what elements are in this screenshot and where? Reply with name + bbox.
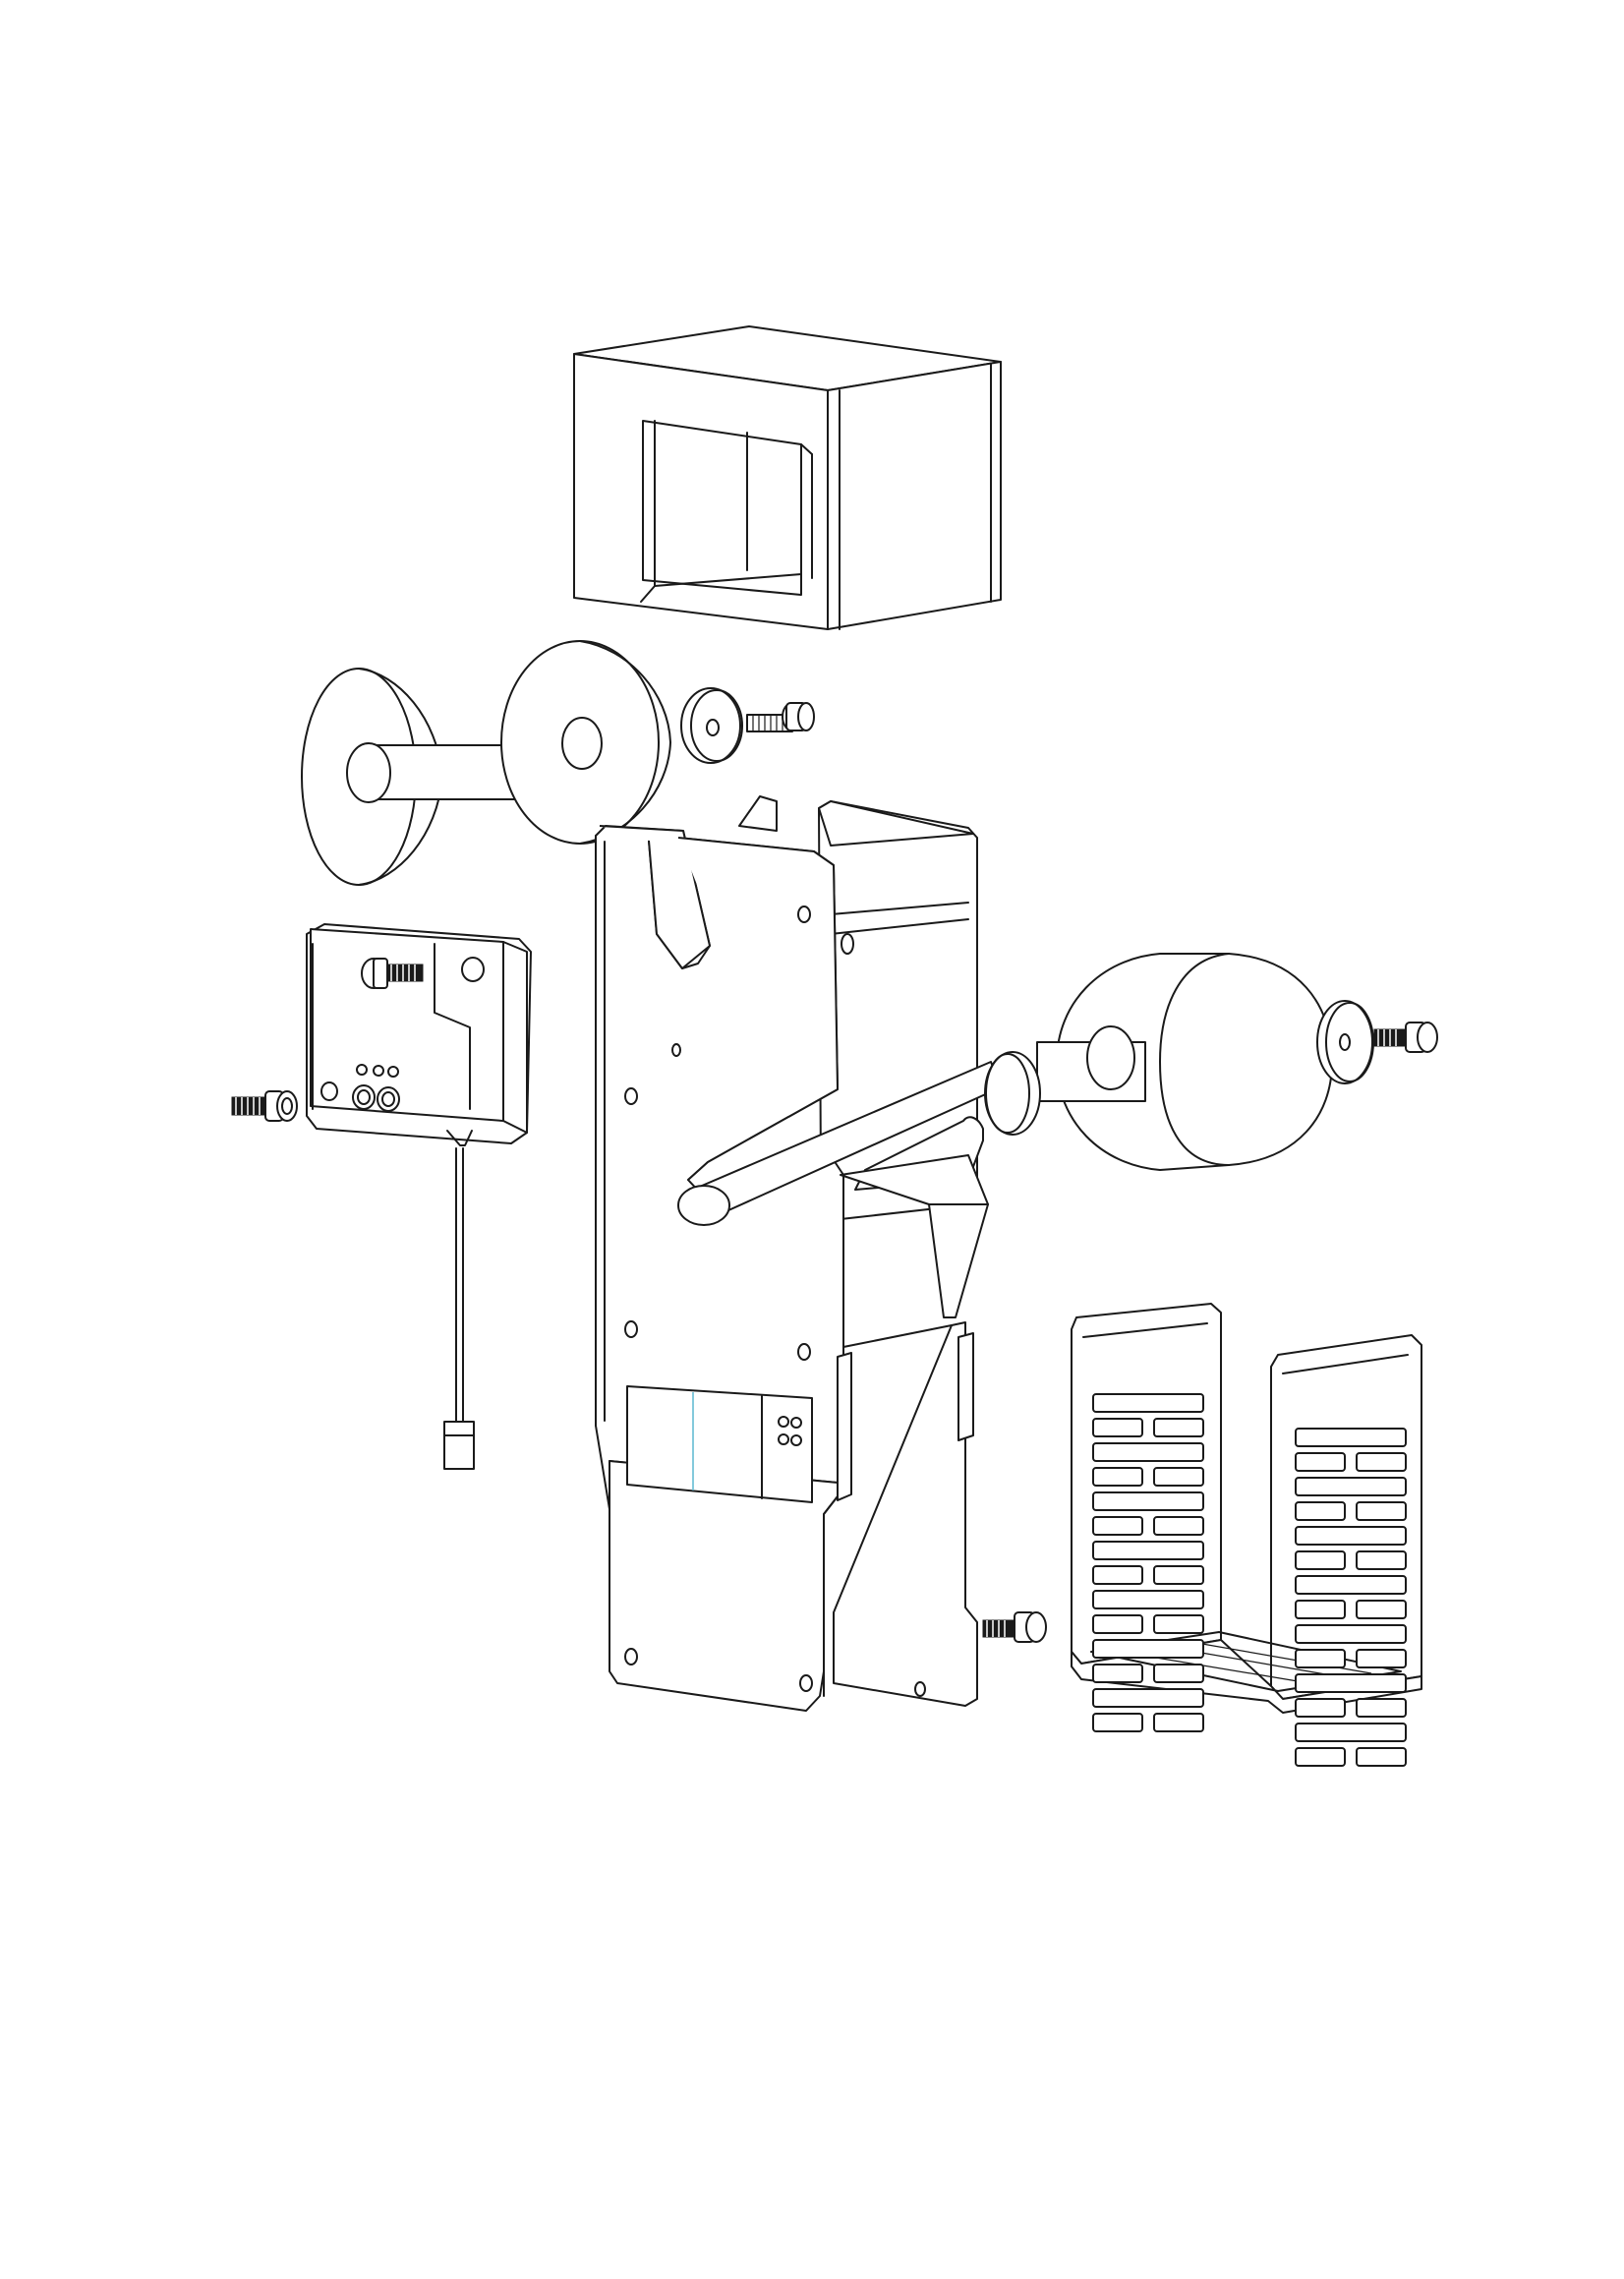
basket-slot (1092, 1639, 1204, 1659)
basket-slot (1295, 1452, 1346, 1472)
basket-slot (1092, 1467, 1143, 1487)
basket-slot (1356, 1698, 1407, 1718)
retaining-washer-roll (1316, 1000, 1374, 1084)
basket-slot (1295, 1649, 1346, 1668)
label-roll (984, 953, 1333, 1171)
basket-slot (1356, 1747, 1407, 1767)
basket-slot (1153, 1565, 1204, 1585)
basket-slot (1153, 1418, 1204, 1437)
basket-slot (1092, 1393, 1204, 1413)
basket-slot (1092, 1491, 1204, 1511)
basket-slot (1092, 1541, 1204, 1560)
basket-slot (1092, 1418, 1143, 1437)
basket-slot (1295, 1624, 1407, 1644)
basket-slot (1295, 1501, 1346, 1521)
basket-slot (1295, 1747, 1346, 1767)
basket-slot (1295, 1698, 1346, 1718)
basket-slot (1092, 1442, 1204, 1462)
basket-slot (1295, 1723, 1407, 1742)
basket-slot (1295, 1477, 1407, 1496)
basket-slot (1092, 1688, 1204, 1708)
thumb-screw-left (231, 1090, 298, 1122)
basket-slot (1092, 1664, 1143, 1683)
basket-slot (1092, 1565, 1143, 1585)
basket-slot (1295, 1526, 1407, 1546)
basket-slot (1356, 1649, 1407, 1668)
basket-slot (1356, 1550, 1407, 1570)
thumb-screw-box (361, 958, 424, 989)
basket-slot (1295, 1550, 1346, 1570)
basket-slot (1092, 1590, 1204, 1609)
basket-slot (1295, 1575, 1407, 1595)
basket-slot (1153, 1467, 1204, 1487)
basket-slot (1153, 1713, 1204, 1732)
basket-slot (1153, 1516, 1204, 1536)
basket-slot (1092, 1516, 1143, 1536)
basket-slot (1356, 1600, 1407, 1619)
thumb-screw-lower (982, 1611, 1047, 1643)
spool-reel (301, 640, 671, 886)
basket-slot (1295, 1673, 1407, 1693)
basket-slot (1153, 1614, 1204, 1634)
top-cover (573, 325, 1002, 630)
retaining-washer-upper (680, 687, 743, 764)
collection-basket (1071, 1303, 1422, 1767)
basket-slot (1153, 1664, 1204, 1683)
basket-slot (1356, 1501, 1407, 1521)
main-frame (595, 795, 1002, 1712)
basket-slot (1295, 1600, 1346, 1619)
thumb-screw-roll (1373, 1022, 1438, 1053)
thumb-screw-upper (746, 702, 815, 732)
basket-slot (1356, 1452, 1407, 1472)
control-box (306, 923, 532, 1470)
basket-slot (1092, 1614, 1143, 1634)
basket-slot (1092, 1713, 1143, 1732)
basket-slot (1295, 1428, 1407, 1447)
